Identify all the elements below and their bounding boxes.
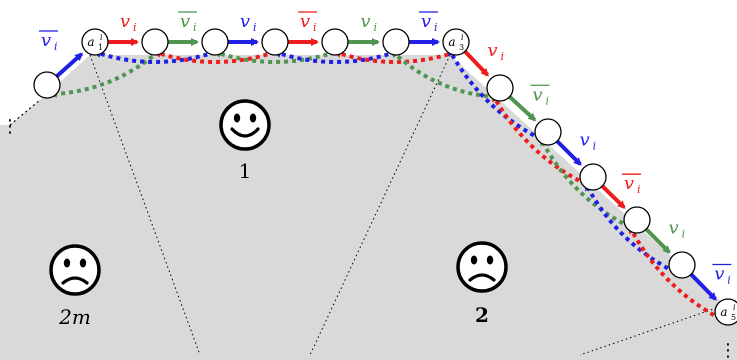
edge-11	[644, 227, 671, 254]
svg-text:i: i	[727, 274, 731, 287]
svg-text:v: v	[360, 11, 370, 32]
dotted-edge-8-6	[390, 49, 497, 100]
node-6	[382, 28, 410, 56]
dotted-edge-group	[48, 47, 722, 321]
svg-text:i: i	[637, 183, 641, 196]
ellipsis-left: ⋮	[1, 116, 19, 137]
dotted-edge-13-11	[628, 225, 722, 321]
svg-text:i: i	[193, 21, 197, 34]
sector-divider-2	[309, 54, 451, 356]
svg-text:i: i	[133, 21, 137, 34]
sector-divider-3	[579, 304, 726, 356]
frowny-icon	[49, 244, 101, 296]
node-8	[486, 74, 514, 102]
region-polygon	[0, 55, 737, 360]
svg-text:v: v	[240, 11, 250, 32]
node-0	[33, 71, 61, 99]
smiley-icon	[219, 99, 271, 151]
svg-text:v: v	[120, 11, 130, 32]
svg-text:v: v	[669, 217, 679, 238]
ellipsis-right: ⋮	[719, 340, 737, 360]
node-5	[321, 28, 349, 56]
node-label-sup: i	[461, 33, 464, 42]
node-9	[534, 118, 562, 146]
svg-text:v: v	[300, 11, 310, 32]
svg-text:v: v	[714, 264, 724, 285]
node-label-sup: i	[733, 303, 736, 312]
region-border	[9, 99, 41, 126]
svg-text:v: v	[487, 40, 497, 61]
node-label: a	[720, 305, 727, 319]
dotted-edge-9-7	[447, 47, 542, 141]
svg-text:v: v	[624, 173, 634, 194]
svg-text:v: v	[580, 129, 590, 150]
region-label-2m: 2m	[58, 305, 91, 329]
edge-12	[689, 272, 717, 301]
node-label-sub: 5	[731, 313, 736, 322]
node-label: a	[448, 35, 455, 49]
svg-text:v: v	[532, 84, 542, 105]
svg-text:v: v	[41, 30, 51, 51]
node-11	[623, 206, 651, 234]
svg-text:i: i	[374, 21, 378, 34]
node-2	[141, 28, 169, 56]
node-3	[201, 28, 229, 56]
edge-9	[555, 139, 582, 166]
svg-text:i: i	[593, 139, 597, 152]
node-12	[668, 251, 696, 279]
edge-0	[55, 52, 84, 78]
svg-text:i: i	[546, 94, 550, 107]
node-4	[261, 28, 289, 56]
dotted-edge-2-0	[48, 49, 161, 98]
node-label-sub: 3	[459, 43, 464, 52]
edge-8	[508, 95, 537, 122]
node-label-sub: 1	[98, 43, 103, 52]
region-label-2: 2	[475, 303, 489, 327]
dotted-edge-12-10	[584, 182, 676, 274]
svg-text:i: i	[253, 21, 257, 34]
node-label: a	[87, 35, 94, 49]
region-label-1: 1	[239, 159, 252, 183]
frowny-icon	[456, 241, 508, 293]
svg-text:v: v	[421, 11, 431, 32]
svg-text:i: i	[500, 50, 504, 63]
svg-text:v: v	[180, 11, 190, 32]
dotted-edge-11-9	[539, 137, 631, 229]
svg-text:i: i	[682, 227, 686, 240]
svg-text:i: i	[54, 40, 58, 53]
edge-group	[55, 38, 717, 301]
edge-10	[600, 184, 626, 209]
svg-text:i: i	[313, 21, 317, 34]
node-label-sup: i	[100, 33, 103, 42]
edge-7	[463, 50, 490, 77]
dotted-edge-10-8	[491, 93, 587, 187]
node-10	[579, 163, 607, 191]
svg-text:i: i	[434, 21, 438, 34]
sector-divider-1	[89, 54, 201, 356]
